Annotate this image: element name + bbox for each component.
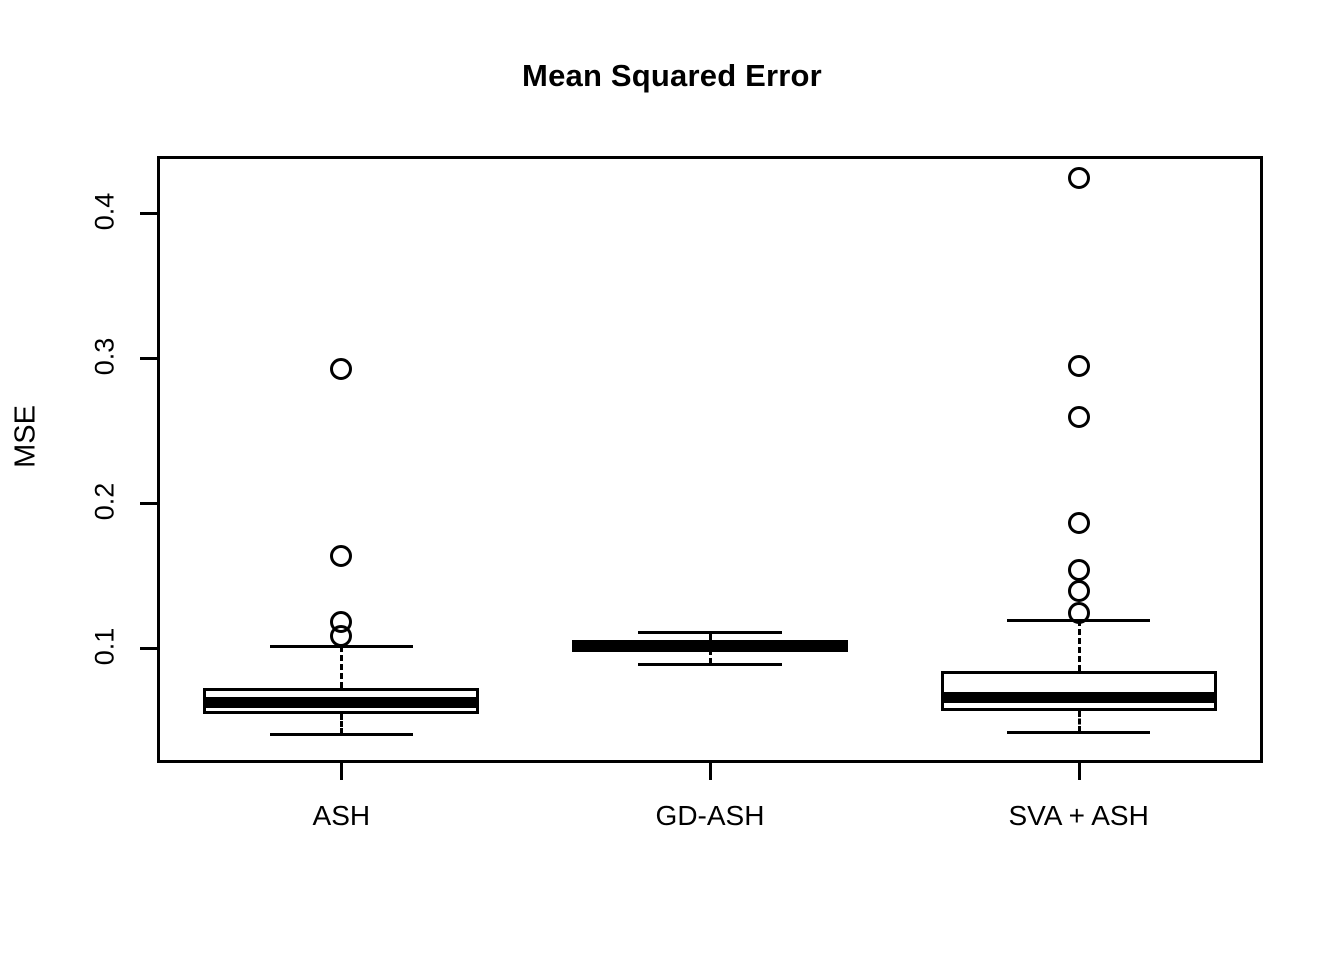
y-tick-mark xyxy=(140,502,157,505)
median-line xyxy=(203,697,480,709)
y-tick-label: 0.3 xyxy=(89,337,120,376)
outlier-point xyxy=(1067,406,1090,429)
median-line xyxy=(572,640,848,652)
outlier-point xyxy=(1067,512,1090,535)
lower-whisker-stem xyxy=(709,648,712,664)
lower-whisker-cap xyxy=(638,662,782,666)
upper-whisker-cap xyxy=(638,631,782,635)
lower-whisker-stem xyxy=(1077,711,1081,733)
upper-whisker-stem xyxy=(709,632,712,641)
lower-whisker-cap xyxy=(1006,731,1151,735)
outlier-point xyxy=(330,544,353,567)
x-tick-label: SVA + ASH xyxy=(1008,800,1149,831)
upper-whisker-stem xyxy=(340,645,344,688)
y-tick-label: 0.1 xyxy=(89,627,120,666)
lower-whisker-cap xyxy=(269,733,414,737)
y-tick-mark xyxy=(140,357,157,360)
outlier-point xyxy=(330,357,353,380)
x-tick-mark xyxy=(1077,763,1081,780)
median-line xyxy=(940,691,1217,703)
y-tick-mark xyxy=(140,647,157,650)
lower-whisker-stem xyxy=(340,713,344,735)
x-tick-mark xyxy=(709,763,712,780)
outlier-point xyxy=(1067,167,1090,190)
x-tick-label: ASH xyxy=(312,800,371,831)
box-iqr xyxy=(940,671,1217,712)
y-axis-title: MSE xyxy=(9,405,42,468)
outlier-point xyxy=(330,625,353,648)
y-tick-label: 0.2 xyxy=(89,482,120,521)
plot-frame xyxy=(157,156,1263,763)
outlier-point xyxy=(1067,354,1090,377)
outlier-point xyxy=(1067,558,1090,581)
outlier-point xyxy=(1067,602,1090,625)
outlier-point xyxy=(1067,580,1090,603)
y-tick-mark xyxy=(140,212,157,215)
y-tick-label: 0.4 xyxy=(89,192,120,231)
x-tick-label: GD-ASH xyxy=(655,800,765,831)
upper-whisker-stem xyxy=(1077,619,1081,672)
page-title: Mean Squared Error xyxy=(522,58,822,93)
x-tick-mark xyxy=(340,763,344,780)
